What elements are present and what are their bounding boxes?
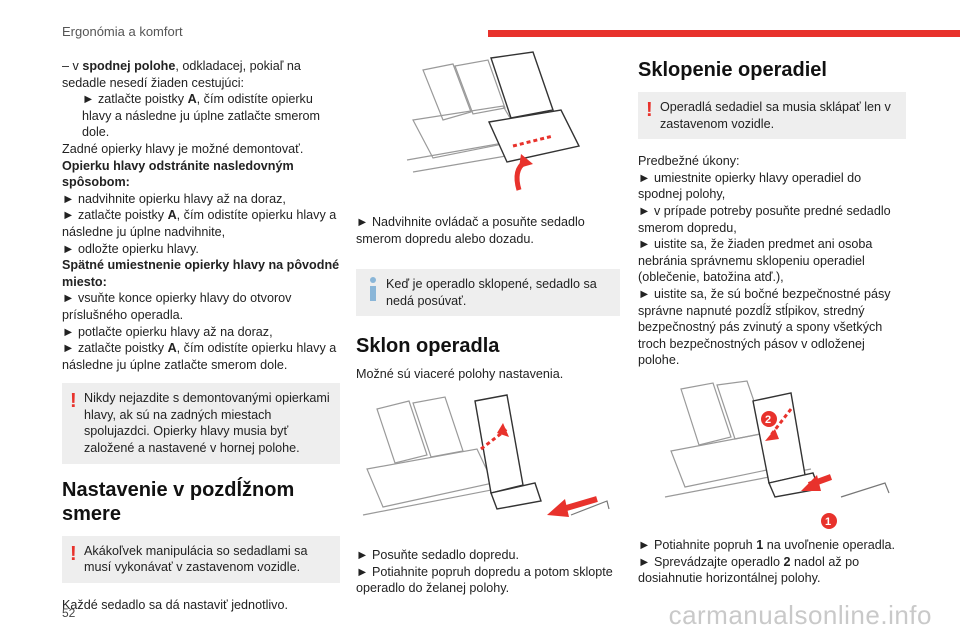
info-box-folded: Keď je operadlo sklopené, sedadlo sa ned… — [356, 269, 620, 317]
text-lower-position: – v spodnej polohe, odkladacej, pokiaľ n… — [62, 59, 301, 90]
text-pull-strap-1: ► Potiahnite popruh 1 na uvoľnenie opera… — [638, 537, 896, 552]
column-1: – v spodnej polohe, odkladacej, pokiaľ n… — [62, 58, 340, 613]
warning-exclamation-icon: ! — [70, 542, 77, 565]
warning-box-stationary: ! Akákoľvek manipulácia so sedadlami sa … — [62, 535, 340, 583]
text-preliminary: Predbežné úkony: — [638, 154, 740, 169]
warning-box-headrests: ! Nikdy nejazdite s demontovanými opierk… — [62, 383, 340, 464]
heading-backrest-angle: Sklon operadla — [356, 335, 500, 358]
subheading-refit: Spätné umiestnenie opierky hlavy na pôvo… — [62, 258, 340, 289]
text-push-locks-down: ► zatlačte poistky A, čím odistíte opier… — [82, 92, 321, 140]
text-lift: ► nadvihnite opierku hlavy až na doraz, — [62, 191, 286, 206]
warning-exclamation-icon: ! — [70, 390, 77, 413]
text-individual: Každé sedadlo sa dá nastaviť jednotlivo. — [62, 597, 288, 612]
watermark: carmanualsonline.info — [668, 600, 932, 630]
text-pull-strap: ► Potiahnite popruh dopredu a potom sklo… — [356, 564, 613, 596]
text-move-forward: ► Posuňte sedadlo dopredu. — [356, 547, 520, 562]
header-title: Ergonómia a komfort — [62, 24, 183, 39]
text-front-seat: ► v prípade potreby posuňte predné sedad… — [638, 203, 891, 235]
seat-slide-illustration — [406, 51, 581, 191]
text-headrests-low: ► umiestnite opierky hlavy operadiel do … — [638, 170, 862, 202]
backrest-recline-illustration — [362, 394, 610, 517]
text-positions: Možné sú viaceré polohy nastavenia. — [356, 367, 564, 382]
page-number: 52 — [62, 606, 76, 620]
callout-1: 1 — [825, 515, 832, 528]
text-belts: ► uistite sa, že sú bočné bezpečnostné p… — [638, 286, 891, 368]
text-push-to-stop: ► potlačte opierku hlavy až na doraz, — [62, 324, 273, 339]
heading-longitudinal: Nastavenie v pozdĺžnom smere — [62, 478, 295, 525]
text-insert: ► vsuňte konce opierky hlavy do otvorov … — [62, 291, 292, 322]
warning-exclamation-icon: ! — [646, 99, 653, 121]
heading-fold-backrests: Sklopenie operadiel — [638, 59, 827, 81]
text-guide-backrest-2: ► Sprevádzajte operadlo 2 nadol až po do… — [638, 554, 860, 586]
fold-illustration-drawing — [664, 380, 890, 529]
column-3: Sklopenie operadiel ! Operadlá sedadiel … — [638, 58, 906, 587]
text-store: ► odložte opierku hlavy. — [62, 241, 199, 256]
text-push-locks-final: ► zatlačte poistky A, čím odistíte opier… — [62, 341, 337, 372]
info-icon — [366, 277, 380, 302]
text-removable: Zadné opierky hlavy je možné demontovať. — [62, 141, 304, 156]
text-push-locks-lift: ► zatlačte poistky A, čím odistíte opier… — [62, 208, 337, 239]
header-accent-bar — [488, 30, 960, 37]
subheading-remove: Opierku hlavy odstránite nasledovným spô… — [62, 158, 294, 190]
warning-box-fold: ! Operadlá sedadiel sa musia sklápať len… — [638, 92, 906, 140]
column-2: ► Nadvihnite ovládač a posuňte sedadlo s… — [356, 50, 620, 597]
callout-2: 2 — [765, 413, 772, 426]
text-lift-slide: ► Nadvihnite ovládač a posuňte sedadlo s… — [356, 215, 585, 246]
fold-illustration: 2 1 — [641, 379, 903, 529]
text-no-obstacle: ► uistite sa, že žiaden predmet ani osob… — [638, 237, 873, 285]
